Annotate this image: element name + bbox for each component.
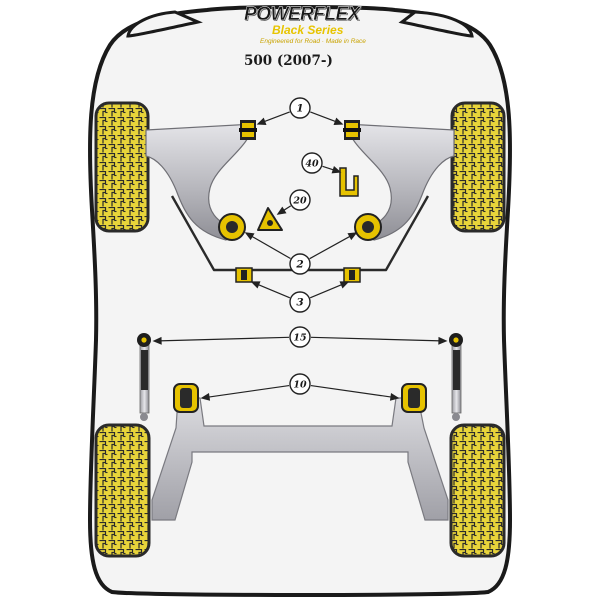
callout-circle [289,189,311,211]
tyre-rear-left [94,423,151,558]
leader-line-15-1 [158,336,290,342]
callout-circle [289,373,311,395]
leader-line-3-2 [309,283,344,299]
callout-label: 10 [293,380,307,391]
arrowhead-10-2 [389,393,400,401]
callout-markers: 1 40 20 2 3 15 10 [289,97,323,395]
callout-40: 40 [301,152,323,174]
bush-engine-mount-insert [257,207,283,231]
bush-rear-beam-left [173,383,199,413]
arrowhead-10-1 [200,393,211,401]
brand-logo: POWERFLEX Black Series Engineered for Ro… [244,4,366,52]
arrowhead-2-1 [244,232,255,241]
callout-label: 3 [296,297,303,309]
leader-line-2-2 [309,234,352,260]
callout-15: 15 [289,326,311,348]
bush-anti-roll-bar-right [343,267,361,283]
bush-bracket-40 [339,167,359,197]
leader-line-10-1 [206,384,290,398]
tyre-rear-right [449,423,506,558]
callout-label: 15 [293,333,307,344]
callout-10: 10 [289,373,311,395]
bush-front-wishbone-left [239,120,257,140]
brand-series: Black Series [272,23,344,37]
callout-circle [289,253,311,275]
left-mirror [126,10,203,38]
leader-line-1-2 [310,111,338,123]
arrowhead-3-1 [250,281,261,289]
callout-1: 1 [289,97,311,119]
tyre-front-right [450,101,506,233]
callout-3: 3 [289,291,311,313]
callout-label: 1 [296,103,303,115]
arrowhead-15-1 [152,336,162,345]
bush-anti-roll-bar-left [235,267,253,283]
callout-circle [289,291,311,313]
arrowhead-3-2 [339,281,350,289]
bush-front-wishbone-right [343,120,361,140]
callout-circle [289,97,311,119]
rear-left-shock [137,333,151,421]
bush-rear-beam-right [401,383,427,413]
tyre-front-left [94,101,150,233]
bush-wishbone-rear-right [354,213,382,241]
arrowhead-1-2 [333,117,344,125]
leader-line-3-1 [256,283,291,299]
callout-circle [301,152,323,174]
arrowhead-2-2 [347,232,358,241]
rear-twist-beam [151,397,449,521]
model-title: 500 (2007-) [244,53,333,69]
callout-20: 20 [289,189,311,211]
callout-circle [289,326,311,348]
leader-lines [152,111,448,401]
right-mirror [398,10,474,38]
brand-name: POWERFLEX [244,4,361,25]
leader-line-1-1 [262,111,290,123]
rear-right-shock [449,333,463,421]
arrowhead-15-2 [438,336,448,345]
callout-label: 40 [305,159,319,170]
leader-line-10-2 [310,384,394,398]
brand-tagline: Engineered for Road · Made in Race [260,38,366,45]
leader-line-2-1 [250,234,291,260]
callout-label: 2 [295,259,303,271]
callout-2: 2 [289,253,311,275]
bush-wishbone-rear-left [218,213,246,241]
callout-label: 20 [292,196,307,207]
leader-line-15-2 [310,336,442,342]
arrowhead-40-1 [331,165,342,174]
arrowhead-20-1 [276,206,287,215]
arrowhead-1-1 [256,117,267,125]
